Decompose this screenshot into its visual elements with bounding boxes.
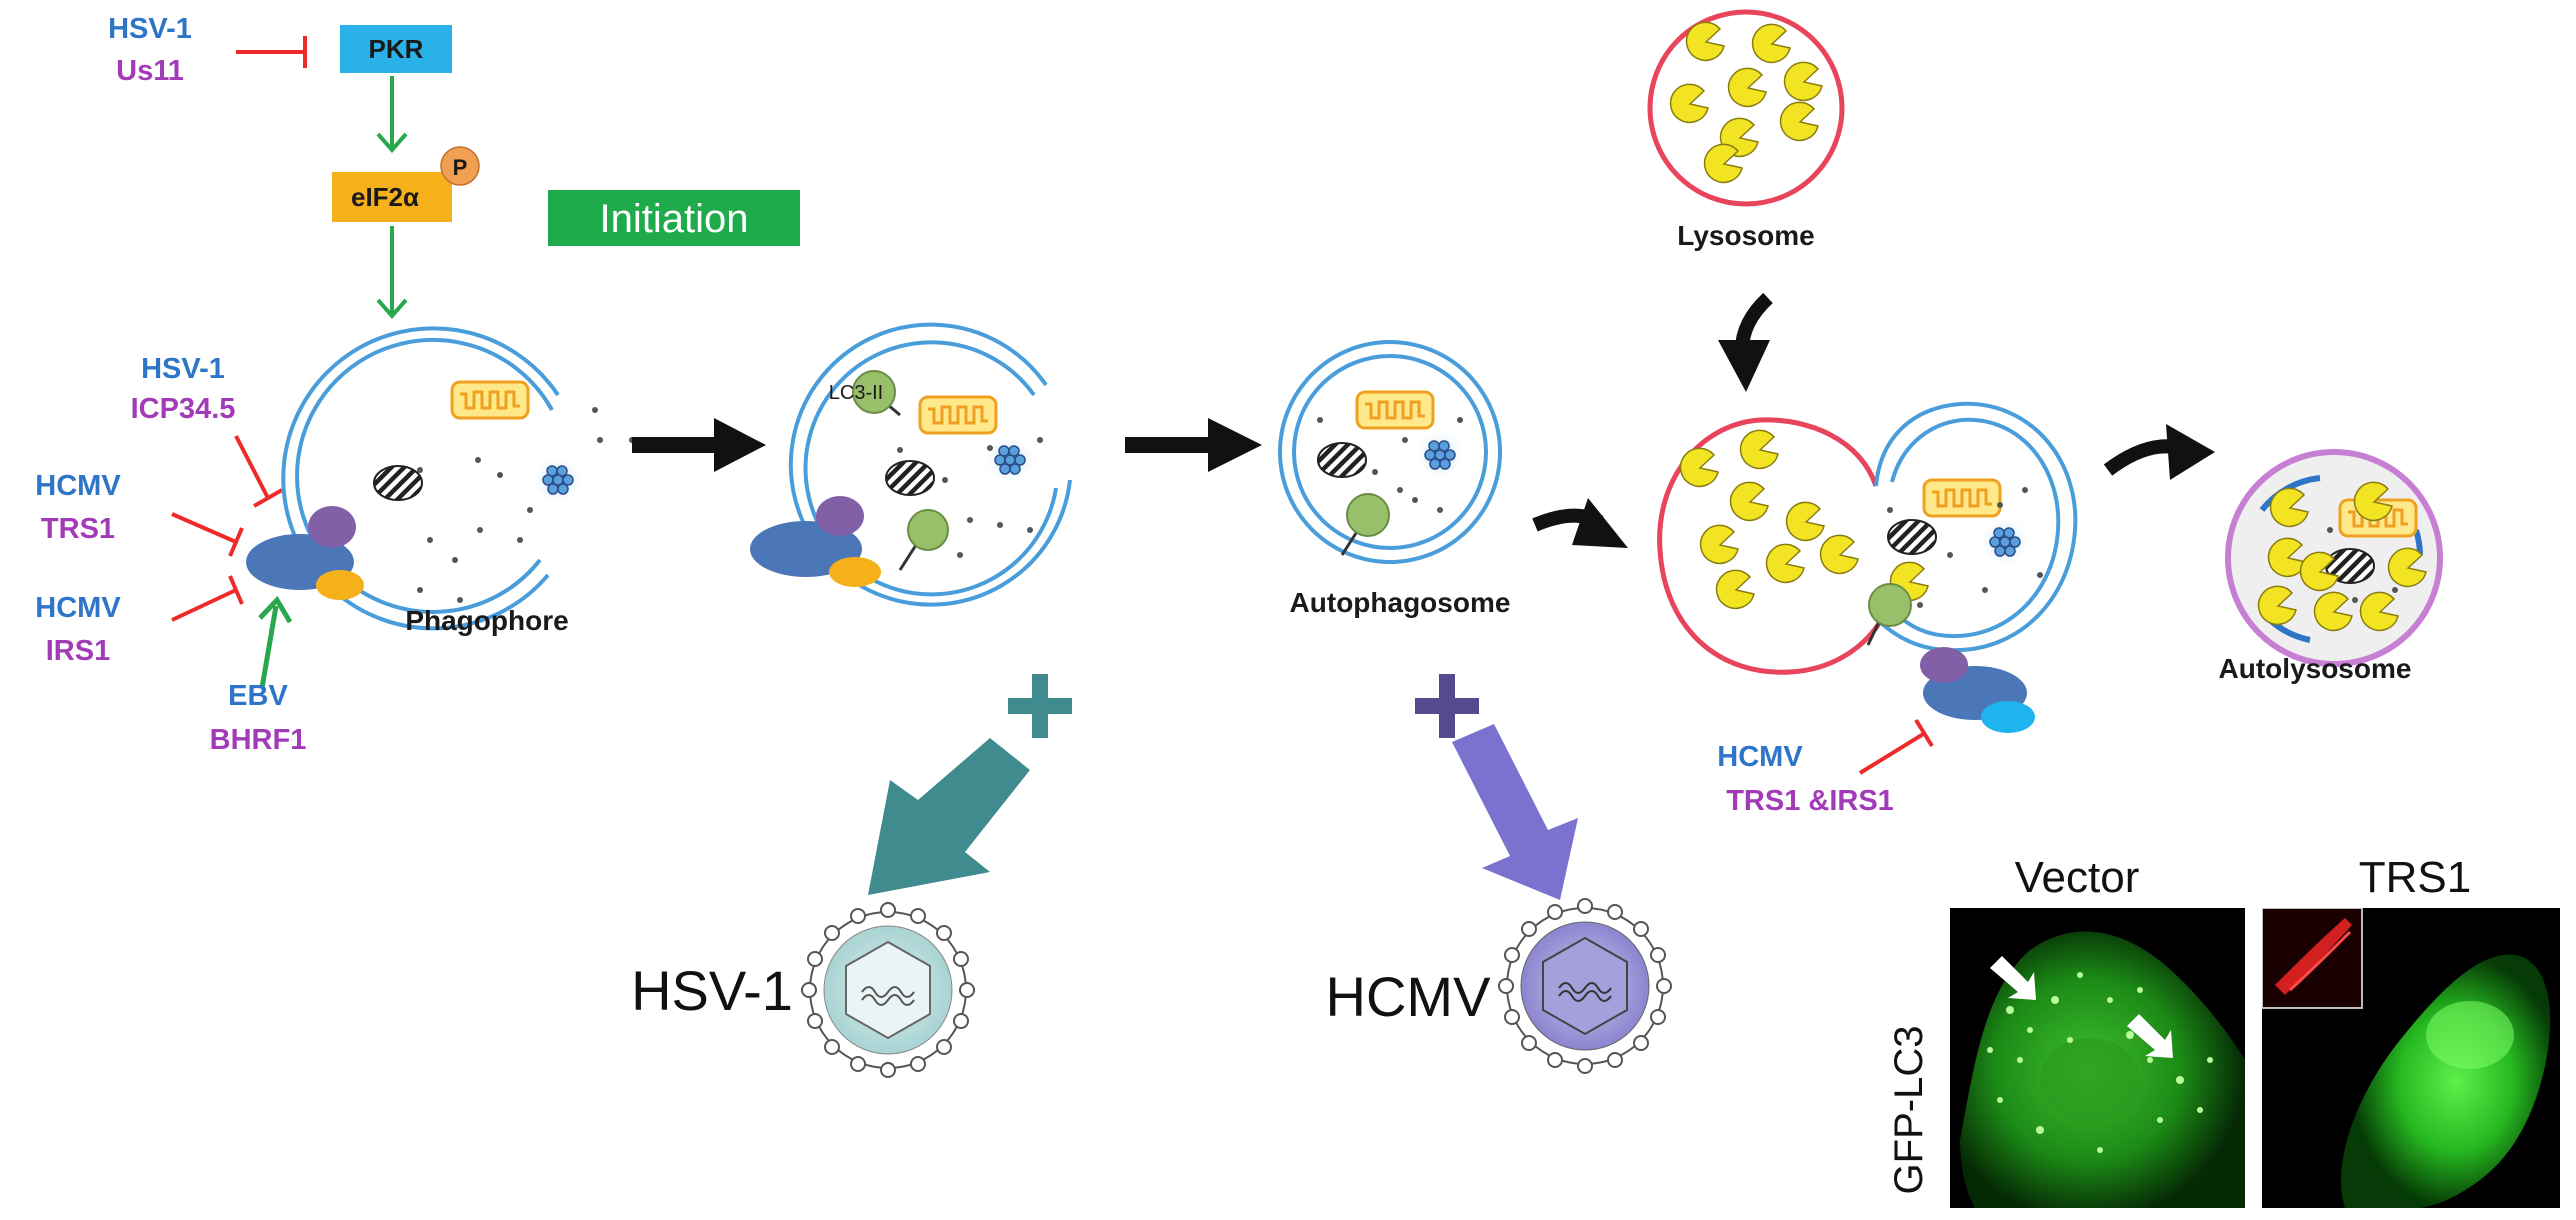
hcmv-particle	[1498, 898, 1672, 1074]
irs-protein-label: IRS1	[46, 635, 110, 667]
trs-virus-label: HCMV	[35, 470, 121, 502]
initiation-label: Initiation	[600, 197, 749, 241]
micro-trs1-label: TRS1	[2359, 853, 2471, 902]
lysosome-label: Lysosome	[1677, 220, 1814, 251]
eif2a-box	[332, 172, 452, 222]
plus-sign-teal	[1008, 674, 1072, 738]
eif2a-label: eIF2α	[351, 182, 419, 212]
fusion-virus-label: HCMV	[1717, 741, 1803, 773]
lc3-label: LC3-II	[829, 382, 883, 404]
progress-arrow-1	[632, 418, 766, 472]
us11-virus-label: HSV-1	[108, 13, 192, 45]
autophagosome-label: Autophagosome	[1290, 587, 1511, 618]
autophagosome	[1278, 340, 1502, 564]
fusion-inhibition-arrow	[1858, 718, 1934, 775]
protein-complex-middle	[750, 496, 881, 587]
phagophore-label: Phagophore	[405, 605, 568, 636]
us11-protein-label: Us11	[116, 55, 184, 87]
icp-virus-label: HSV-1	[141, 353, 225, 385]
autolysosome-label: Autolysosome	[2219, 653, 2412, 684]
pkr-activation-arrow	[376, 76, 408, 154]
lysosome	[1647, 9, 1845, 207]
micrograph-trs1	[2262, 908, 2560, 1208]
icp-protein-label: ICP34.5	[131, 393, 236, 425]
icp-inhibition-arrow	[234, 435, 283, 508]
initiation-box	[548, 190, 800, 246]
hsv1-particle-label: HSV-1	[631, 959, 793, 1022]
eif2a-activation-arrow	[376, 226, 408, 320]
phosphate-badge	[440, 146, 480, 186]
micro-vector-label: Vector	[2015, 853, 2140, 902]
pkr-label: PKR	[369, 34, 424, 64]
progress-arrow-2	[1125, 418, 1262, 472]
plus-sign-purple	[1415, 674, 1479, 738]
pkr-box	[340, 25, 452, 73]
ebv-activation-arrow	[258, 595, 293, 689]
teal-arrow	[868, 738, 1030, 895]
lavender-arrow	[1452, 724, 1578, 900]
hsv1-particle	[801, 902, 975, 1078]
lysosome-fusion-arrow	[1718, 292, 1773, 392]
vector-arrow-1	[1990, 956, 2036, 1000]
vector-arrow-2	[2127, 1014, 2173, 1058]
ebv-protein-label: BHRF1	[210, 724, 307, 756]
protein-complex-left	[246, 506, 364, 600]
trs-protein-label: TRS1	[41, 513, 115, 545]
protein-complex-fusion	[1920, 647, 2035, 733]
fusion-protein-label: TRS1 &IRS1	[1726, 785, 1894, 817]
phagophore	[281, 326, 635, 631]
autolysosome	[2225, 449, 2443, 667]
micrograph-vector	[1950, 908, 2245, 1208]
phosphate-label: P	[453, 155, 468, 180]
irs-virus-label: HCMV	[35, 592, 121, 624]
micro-ylabel: GFP-LC3	[1887, 1026, 1931, 1195]
us11-inhibition-arrow	[236, 36, 307, 68]
fusing-vesicles	[1657, 401, 2078, 675]
elongating-phagophore	[788, 322, 1072, 607]
hcmv-particle-label: HCMV	[1326, 965, 1492, 1028]
ebv-virus-label: EBV	[228, 680, 288, 712]
progress-arrow-4	[2103, 424, 2215, 480]
progress-arrow-3	[1532, 498, 1628, 548]
trs-inhibition-arrow	[171, 512, 244, 557]
irs-inhibition-arrow	[171, 575, 244, 622]
